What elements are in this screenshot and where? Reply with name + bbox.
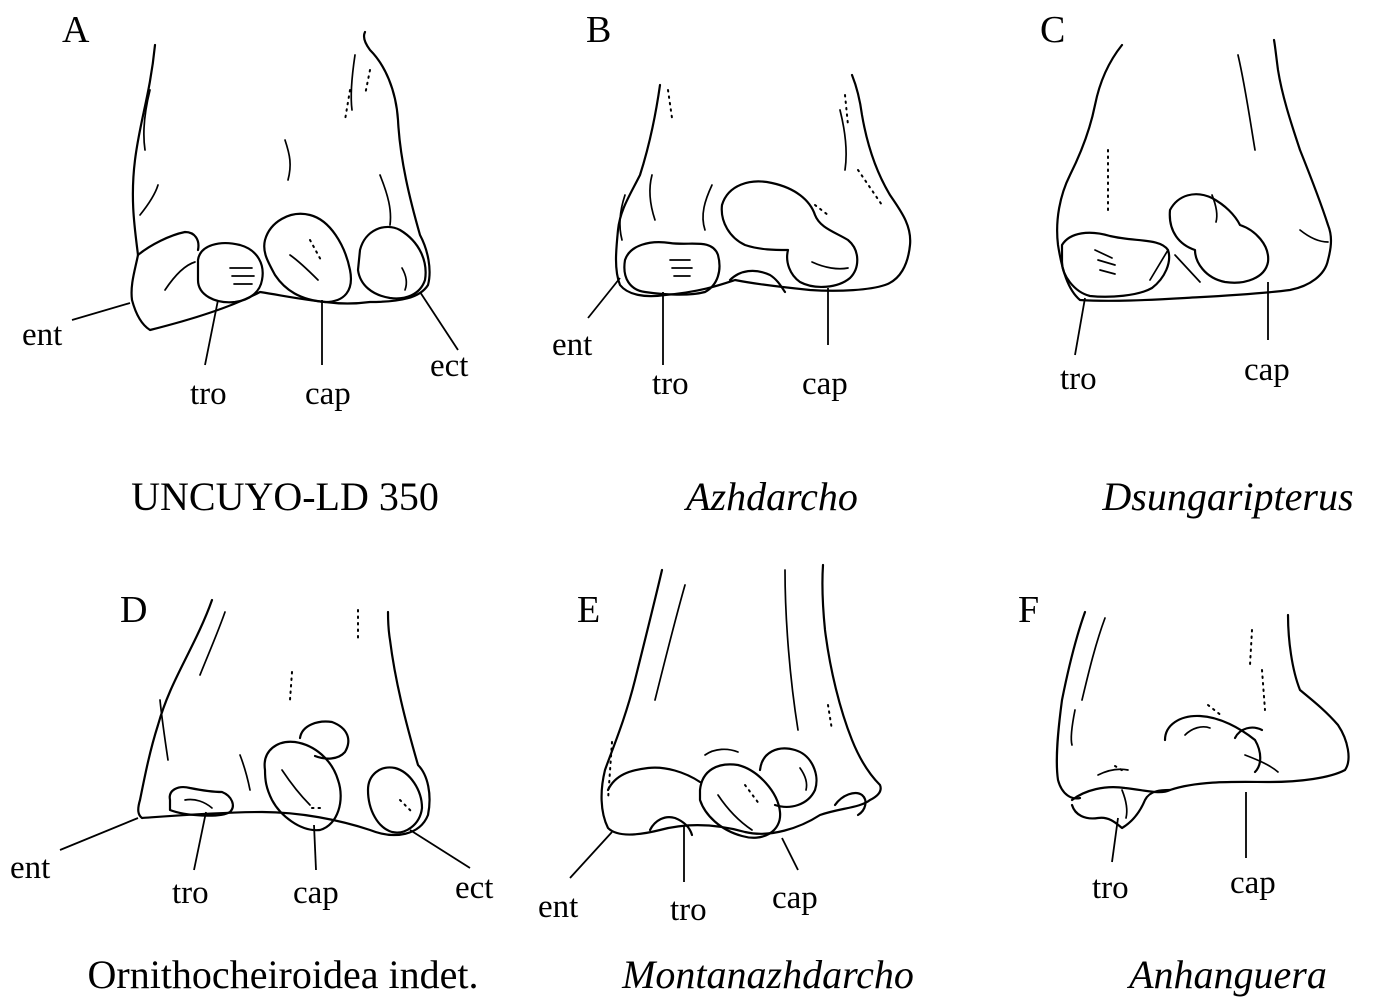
humerus-dots-d [290,610,412,812]
label-cap-c: cap [1244,352,1290,388]
humerus-dots-f [1115,630,1265,772]
caption-a: UNCUYO-LD 350 [131,474,439,519]
humerus-detail-e [655,570,807,830]
panel-a: A ent tro cap e [22,9,468,519]
label-cap-e: cap [772,880,818,916]
panel-c: C tro cap Dsungaripterus [1040,9,1354,519]
leader-ent-b [588,278,620,318]
humerus-drawing-e [602,565,881,838]
leader-tro-d [194,812,206,870]
label-tro-a: tro [190,376,227,412]
leader-ect-a [420,292,458,350]
panel-letter-f: F [1018,589,1039,631]
humerus-dots-b [668,90,882,215]
leader-cap-d [314,825,316,870]
humerus-drawing-f [1057,612,1349,828]
humerus-drawing-c [1057,40,1331,301]
humerus-detail-d [160,612,310,808]
label-ent-a: ent [22,317,62,353]
label-cap-b: cap [802,366,848,402]
label-cap-a: cap [305,376,351,412]
caption-e: Montanazhdarcho [621,952,914,997]
humerus-drawing-b [616,75,910,296]
humerus-drawing-d [138,600,429,835]
panel-b: B ent tro cap Azhdarcho [552,9,910,519]
panel-f: F tro cap Anhanguera [1018,589,1349,997]
leader-ent-a [72,303,130,320]
label-cap-d: cap [293,875,339,911]
caption-f: Anhanguera [1126,952,1327,997]
humerus-detail-b [620,110,848,276]
humerus-detail-c [1095,55,1328,282]
label-tro-f: tro [1092,870,1129,906]
label-tro-b: tro [652,366,689,402]
panel-letter-c: C [1040,9,1065,51]
caption-c: Dsungaripterus [1101,474,1353,519]
leader-ent-d [60,818,138,850]
label-tro-e: tro [670,892,707,928]
leader-tro-f [1112,818,1118,862]
leader-tro-a [205,300,218,365]
leader-tro-c [1075,298,1085,355]
leader-cap-e [782,838,798,870]
panel-d: D ent tro cap ect Ornithocheiroi [10,589,493,997]
panel-letter-a: A [62,9,90,51]
label-ent-b: ent [552,327,592,363]
panel-letter-e: E [577,589,600,631]
label-tro-d: tro [172,875,209,911]
humerus-dots-e [608,705,832,805]
caption-b: Azhdarcho [683,474,858,519]
caption-d: Ornithocheiroidea indet. [88,952,479,997]
panel-e: E ent tro cap Montanazhdarcho [538,565,914,997]
label-cap-f: cap [1230,865,1276,901]
leader-ent-e [570,832,612,878]
leader-ect-d [410,830,470,868]
label-ent-d: ent [10,850,50,886]
panel-letter-b: B [586,9,611,51]
label-ect-d: ect [455,870,493,906]
label-ect-a: ect [430,348,468,384]
humerus-drawing-a [132,32,430,330]
humerus-dots-a [310,70,370,262]
panel-letter-d: D [120,589,147,631]
label-tro-c: tro [1060,361,1097,397]
label-ent-e: ent [538,889,578,925]
